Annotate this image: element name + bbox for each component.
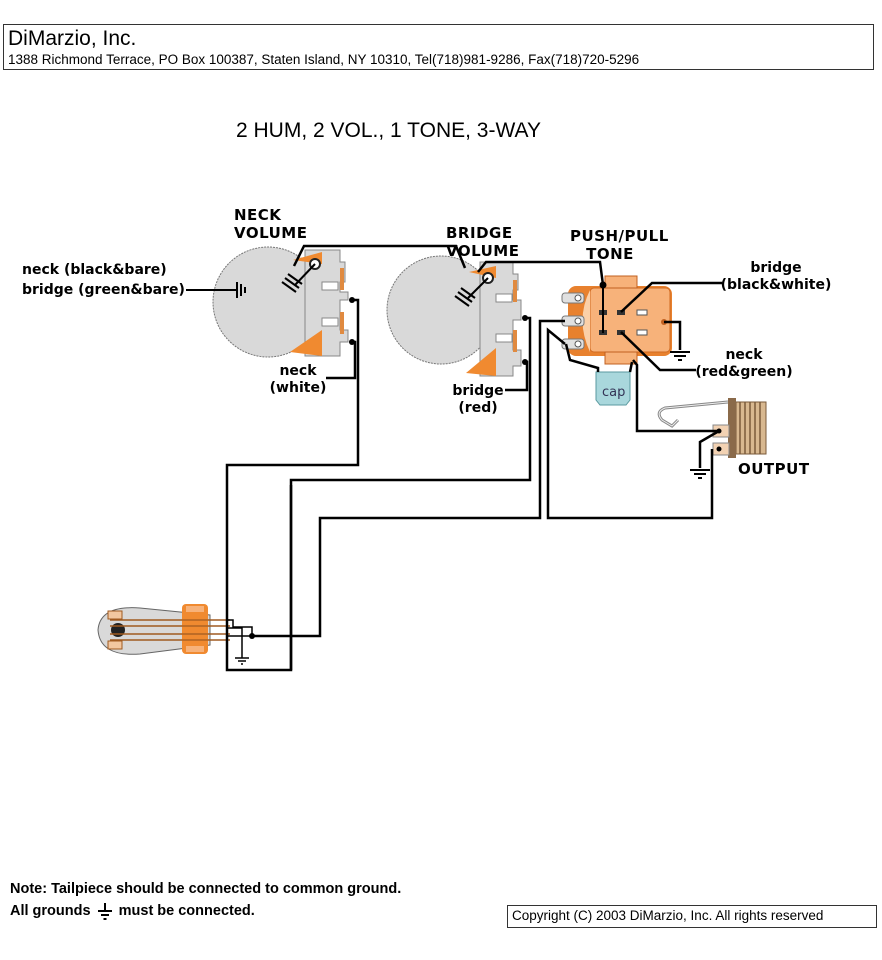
note-grounds: All grounds must be connected. [10,902,255,920]
jack-thread [735,401,767,455]
label-tone-line1: PUSH/PULL [570,227,669,245]
label-bridge-volume-line2: VOLUME [446,242,520,260]
neck-pot-lug-1 [321,281,339,291]
label-bridge-volume-line1: BRIDGE [446,224,513,242]
diagram-title: 2 HUM, 2 VOL., 1 TONE, 3-WAY [236,119,541,142]
label-neck-red-green: neck (red&green) [694,347,794,381]
label-ground-neck: neck (black&bare) [22,262,167,278]
ground-icon-selector [235,657,249,665]
label-bridge-red-line1: bridge [452,383,504,399]
bridge-volume-pot [386,255,528,377]
bridge-pot-orange-tab-bottom [466,348,496,376]
ground-icon-tone [670,351,690,361]
note-grounds-text-a: All grounds [10,902,91,919]
note-grounds-text-b: must be connected. [118,902,255,919]
label-neck-rg-line1: neck [725,347,763,363]
neck-pot-hatch-icon [281,273,303,293]
bridge-pot-lug-block [479,261,522,377]
label-ground-bridge: bridge (green&bare) [22,282,185,298]
selector-wires [228,619,253,658]
bridge-pot-hatch-icon [454,287,476,307]
label-output: OUTPUT [738,460,810,478]
label-neck-white-line2: (white) [269,380,327,396]
label-bridge-red-line2: (red) [458,400,498,416]
neck-pot-tab-b [340,312,344,334]
selector-orange-body [182,604,208,654]
company-name: DiMarzio, Inc. [8,27,137,50]
selector-center-icon [111,623,125,637]
label-push-pull-tone: PUSH/PULL TONE [570,227,669,263]
label-neck-volume-line1: NECK [234,206,282,224]
output-jack [657,398,767,458]
label-neck-volume: NECK VOLUME [234,206,307,242]
note-tailpiece: Note: Tailpiece should be connected to c… [10,881,402,897]
label-tone-line2: TONE [586,245,634,263]
neck-pot-lug-block [304,249,349,357]
ground-icon-output [690,469,710,479]
label-bridge-bw-line2: (black&white) [720,277,832,293]
label-bridge-red: bridge (red) [448,383,508,417]
label-neck-volume-line2: VOLUME [234,224,308,242]
label-bridge-volume: BRIDGE VOLUME [446,224,519,260]
header-box: DiMarzio, Inc. 1388 Richmond Terrace, PO… [3,24,874,70]
label-bridge-bw-line1: bridge [750,260,802,276]
label-cap: cap [602,385,626,400]
ground-icon-legend [97,903,112,920]
label-neck-rg-line2: (red&green) [695,364,793,380]
company-address: 1388 Richmond Terrace, PO Box 100387, St… [8,52,640,67]
neck-pot-lug-2 [321,317,339,327]
push-pull-tone-pot [561,275,672,365]
wires [225,244,722,672]
tone-pot-top-tab [604,275,638,289]
pickup-selector-switch [97,604,230,655]
tone-pot-bottom-tab [604,351,638,365]
copyright-box: Copyright (C) 2003 DiMarzio, Inc. All ri… [507,905,877,928]
neck-pot-tab-a [340,268,344,290]
label-neck-white-line1: neck [279,363,317,379]
neck-volume-pot [186,246,355,358]
jack-plate [728,398,736,458]
neck-pot-ground-icon [186,282,246,298]
neck-pot-orange-tab-bottom [290,330,322,356]
label-bridge-black-white: bridge (black&white) [720,260,832,294]
label-neck-white: neck (white) [268,363,328,397]
